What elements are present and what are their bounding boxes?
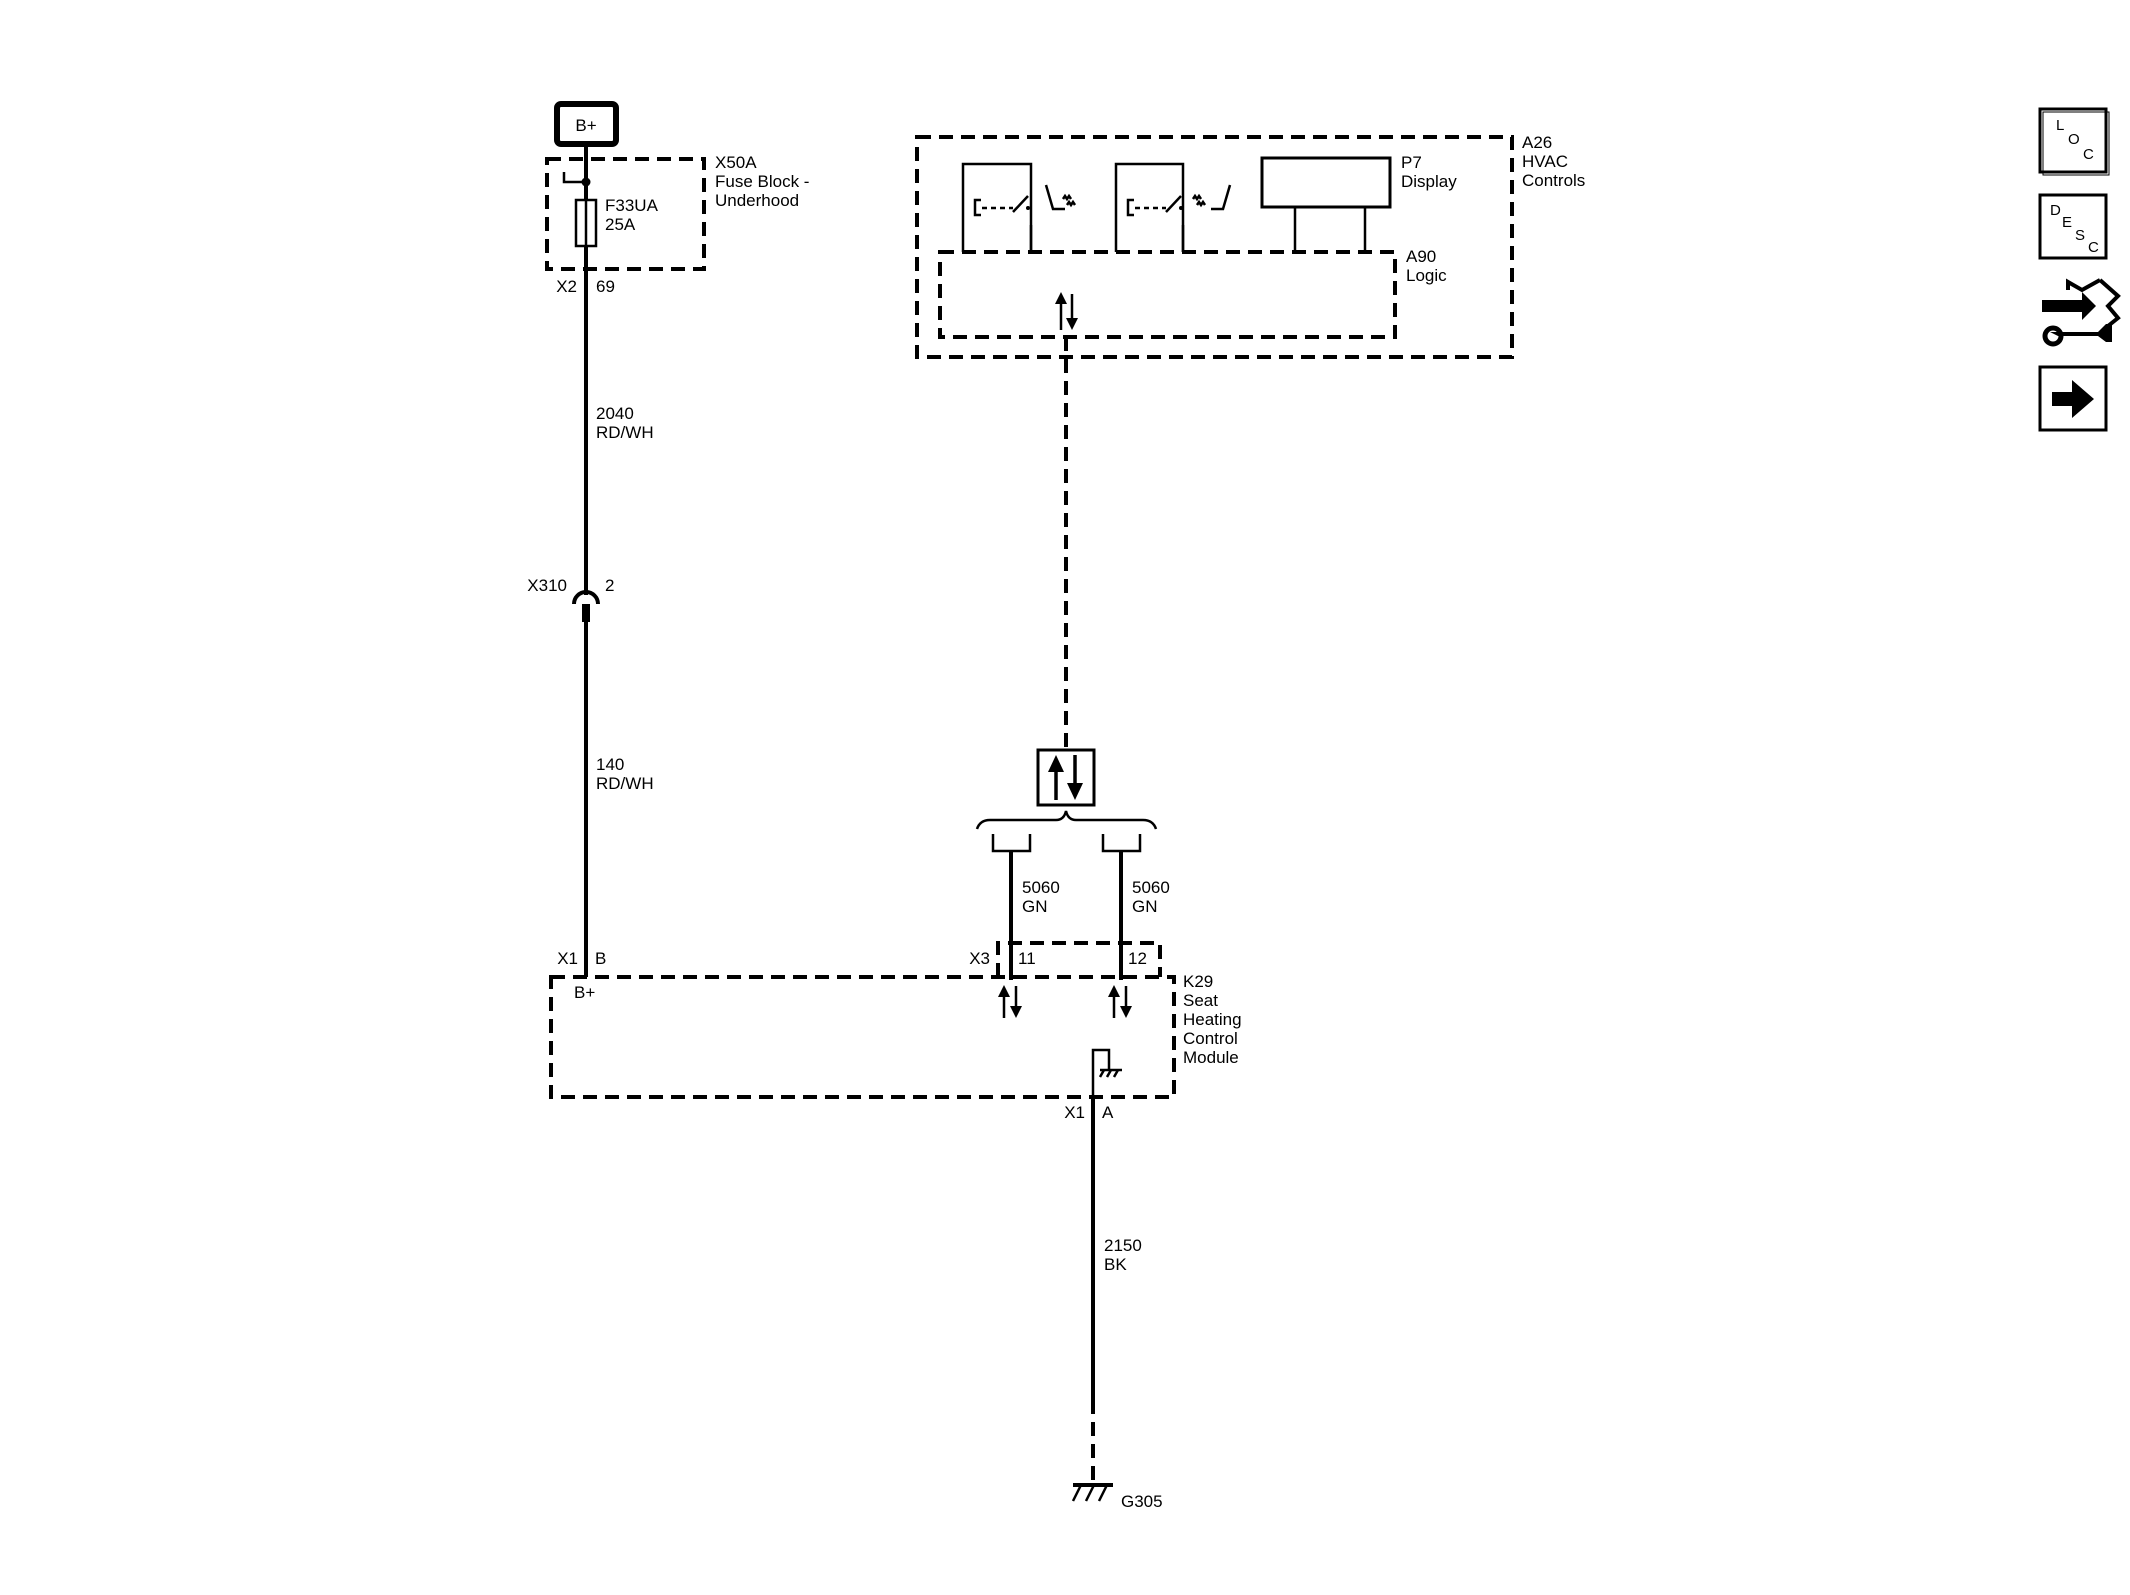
bus-bar-stub	[562, 172, 586, 184]
display-ref: P7	[1401, 153, 1422, 172]
data-pin-1: 11	[1018, 949, 1036, 968]
connector-x3-housing	[996, 941, 1162, 977]
wire-140: 140 RD/WH	[584, 622, 654, 977]
data-bracket	[975, 810, 1158, 830]
hvac-name-line1: HVAC	[1522, 152, 1568, 171]
ground-ref: G305	[1121, 1492, 1163, 1511]
bidirectional-data-icon	[1055, 292, 1078, 330]
data-pin-2: 12	[1128, 949, 1147, 968]
inline-connector-ref: X310	[527, 576, 567, 595]
desc-letter-3: S	[2075, 227, 2085, 244]
data-wire-right: 5060 GN	[1101, 834, 1170, 980]
seat-heater-icon	[1191, 184, 1232, 211]
fuse-block-name-line1: Fuse Block -	[715, 172, 809, 191]
wire-2040-color: RD/WH	[596, 423, 654, 442]
arrow-right-icon	[2052, 380, 2094, 418]
power-input-label: B+	[574, 983, 595, 1002]
seat-heating-control-module: K29 Seat Heating Control Module X1 B B+ …	[549, 941, 1242, 1122]
module-name-line3: Control	[1183, 1029, 1238, 1048]
data-connector: X3	[969, 949, 990, 968]
battery-positive-label: B+	[575, 116, 596, 135]
next-page-button[interactable]	[2038, 365, 2108, 432]
wire-2150: 2150 BK	[1091, 1097, 1142, 1480]
loc-button[interactable]: L O C	[2038, 107, 2110, 176]
module-name-line1: Seat	[1183, 991, 1218, 1010]
loc-letter-1: L	[2056, 117, 2064, 134]
wire-2150-color: BK	[1104, 1255, 1127, 1274]
fuse-ref: F33UA	[605, 196, 659, 215]
desc-letter-1: D	[2050, 202, 2061, 219]
serial-data-icon	[1036, 748, 1096, 807]
data-wire-right-color: GN	[1132, 897, 1158, 916]
data-wire-left: 5060 GN	[991, 834, 1060, 980]
desc-letter-2: E	[2062, 214, 2072, 231]
inline-connector-pin: 2	[605, 576, 614, 595]
ground-pin: A	[1102, 1103, 1114, 1122]
data-wire-right-circuit: 5060	[1132, 878, 1170, 897]
loc-letter-2: O	[2068, 131, 2080, 148]
module-name-line4: Module	[1183, 1048, 1239, 1067]
fuse-block-underhood: X50A Fuse Block - Underhood F33UA 25A X2…	[545, 144, 809, 296]
inline-connector-x310: X310 2	[527, 576, 614, 622]
ground-icon	[1071, 1483, 1113, 1502]
connector-tool-button[interactable]	[2042, 278, 2121, 347]
wire-2150-circuit: 2150	[1104, 1236, 1142, 1255]
logic-name: Logic	[1406, 266, 1447, 285]
module-name-line2: Heating	[1183, 1010, 1242, 1029]
fuse-block-connector: X2	[556, 277, 577, 296]
seat-heat-switch-left	[961, 162, 1077, 252]
logic-ref: A90	[1406, 247, 1436, 266]
wire-2040: 2040 RD/WH	[584, 269, 654, 595]
data-wire-left-color: GN	[1022, 897, 1048, 916]
fuse-block-name-line2: Underhood	[715, 191, 799, 210]
fuse-block-pin: 69	[596, 277, 615, 296]
chassis-ground-icon	[1091, 1048, 1122, 1097]
serial-data-line	[975, 337, 1158, 830]
fuse-rating: 25A	[605, 215, 636, 234]
desc-letter-4: C	[2088, 239, 2099, 256]
logic-a90: A90 Logic	[938, 247, 1447, 339]
bidirectional-data-icon	[1108, 985, 1132, 1018]
fuse-icon	[574, 198, 598, 248]
hvac-ref: A26	[1522, 133, 1552, 152]
loc-letter-3: C	[2083, 146, 2094, 163]
data-wire-left-circuit: 5060	[1022, 878, 1060, 897]
hvac-controls-module: A26 HVAC Controls	[915, 133, 1585, 359]
power-connector: X1	[557, 949, 578, 968]
battery-positive-source: B+	[554, 101, 619, 147]
connector-wrench-icon	[2042, 278, 2121, 347]
display-p7: P7 Display	[1260, 153, 1457, 252]
connector-pin	[582, 604, 590, 622]
seat-heater-icon	[1044, 184, 1077, 211]
wire-140-color: RD/WH	[596, 774, 654, 793]
power-pin: B	[595, 949, 606, 968]
display-name: Display	[1401, 172, 1457, 191]
wire-140-circuit: 140	[596, 755, 624, 774]
ground-g305: G305	[1071, 1483, 1163, 1511]
wire-2040-circuit: 2040	[596, 404, 634, 423]
module-ref: K29	[1183, 972, 1213, 991]
hvac-name-line2: Controls	[1522, 171, 1585, 190]
fuse-block-ref: X50A	[715, 153, 757, 172]
desc-button[interactable]: D E S C	[2038, 193, 2108, 260]
ground-connector: X1	[1064, 1103, 1085, 1122]
seat-heat-switch-right	[1114, 162, 1232, 252]
bidirectional-data-icon	[998, 985, 1022, 1018]
